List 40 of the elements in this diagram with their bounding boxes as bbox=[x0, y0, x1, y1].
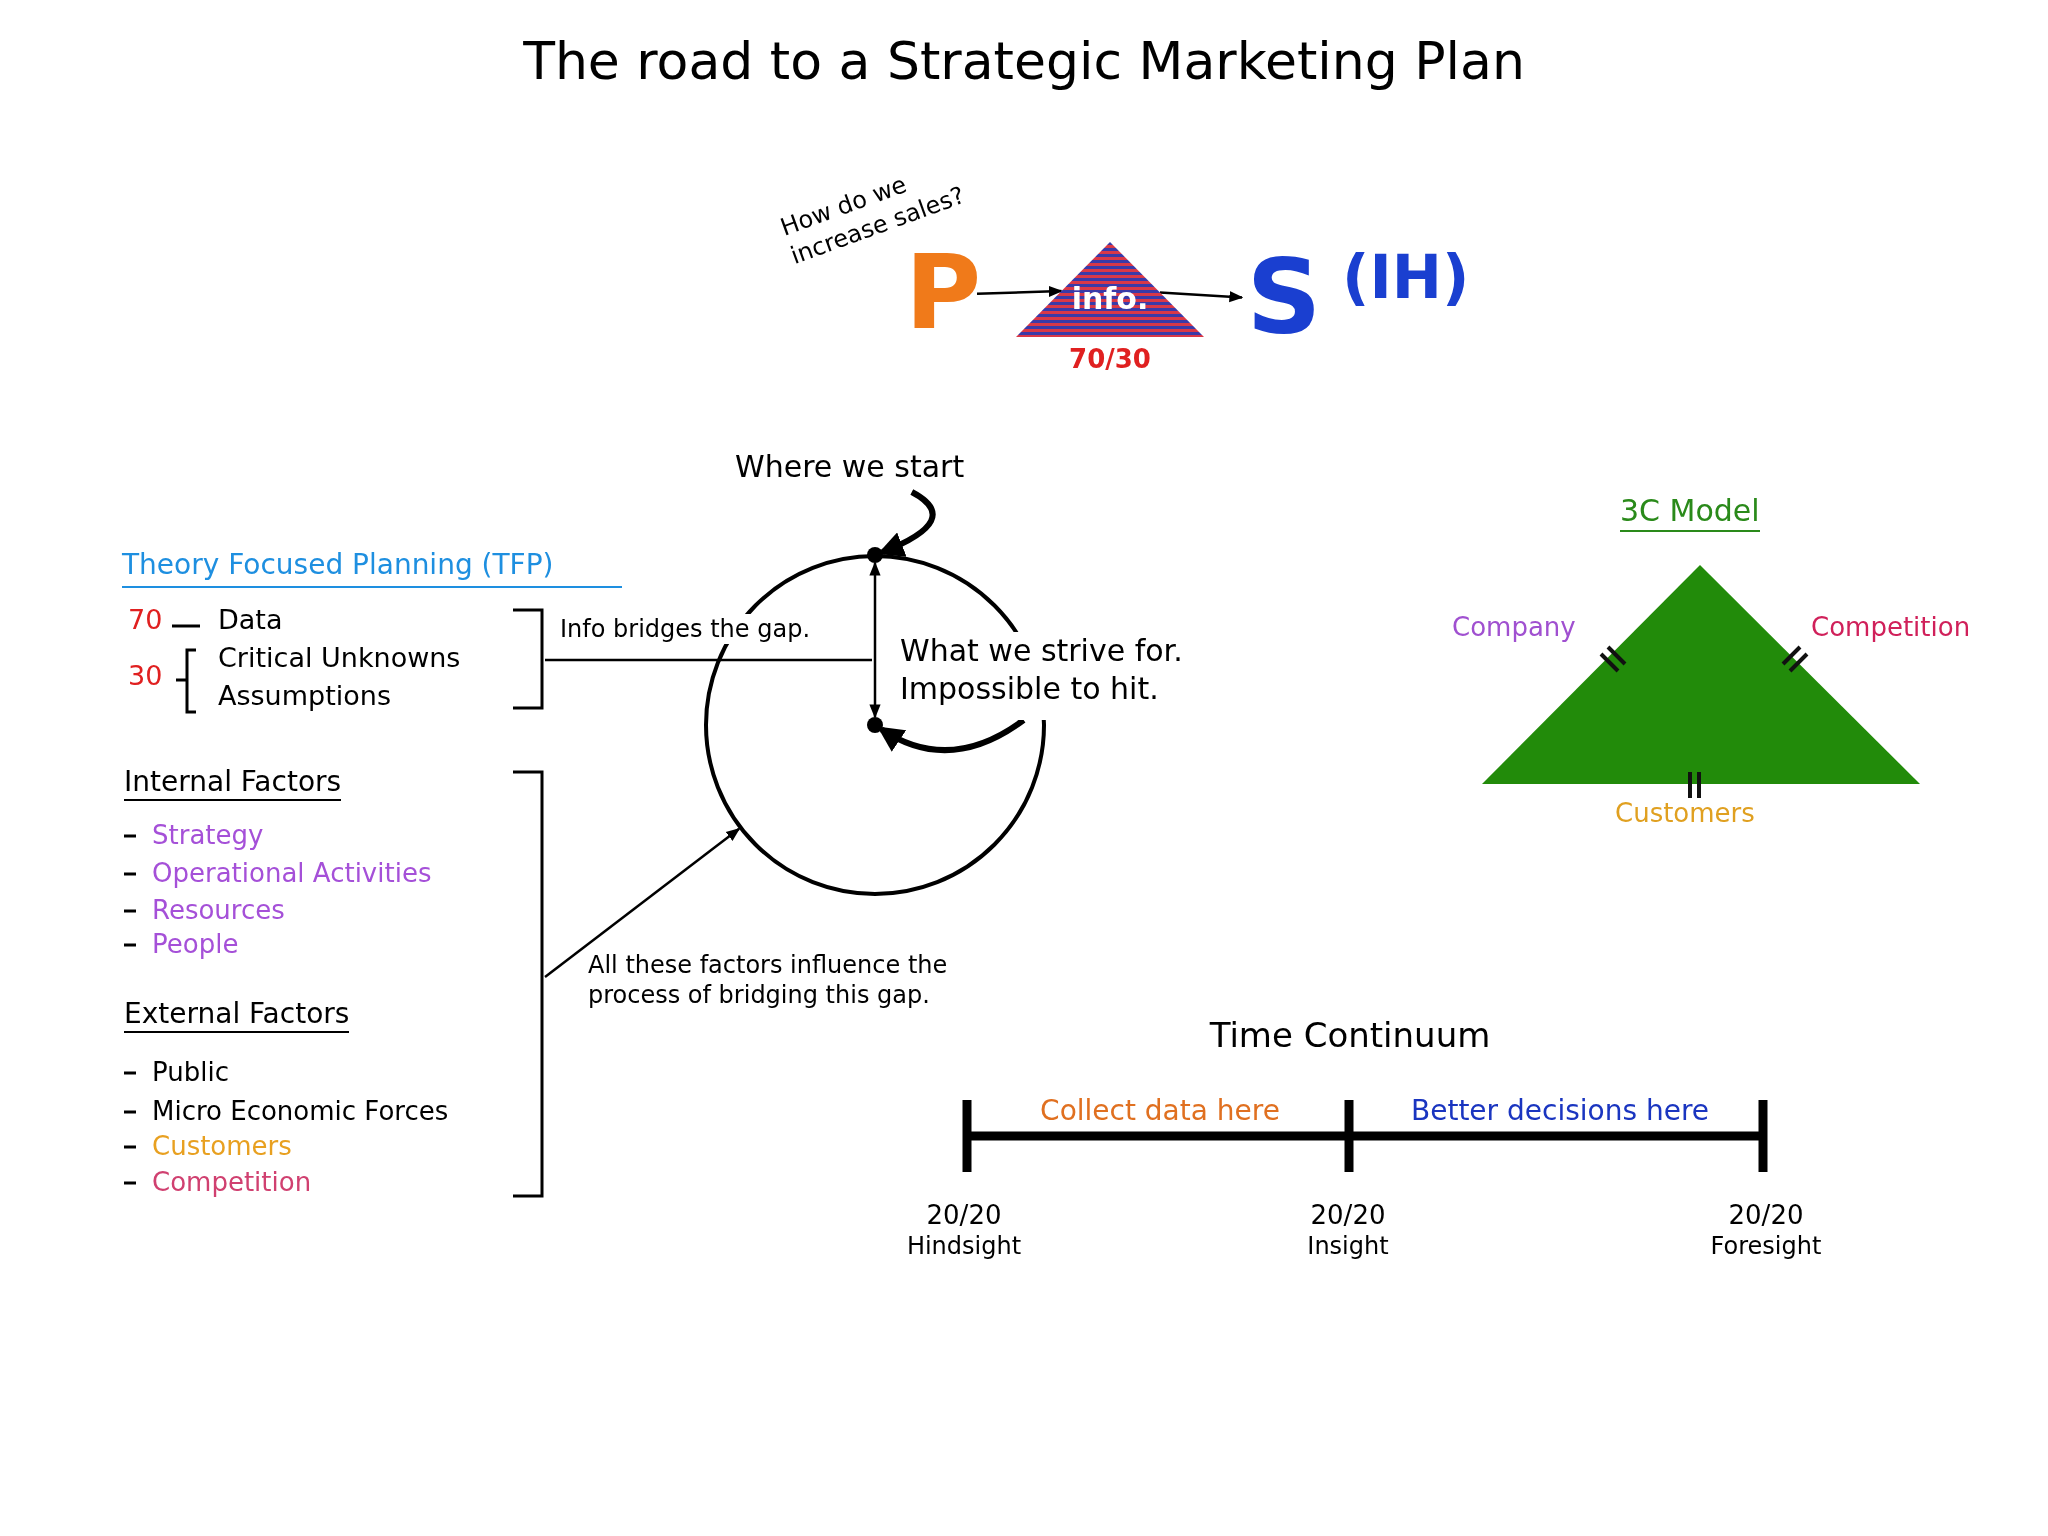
list-item: Resources bbox=[152, 897, 285, 923]
note-text: Collect data here bbox=[1039, 1093, 1281, 1129]
note-text: Foresight bbox=[1709, 1231, 1823, 1262]
side-label: Company bbox=[1452, 614, 1576, 640]
section-heading: Internal Factors bbox=[124, 764, 342, 801]
arrow bbox=[869, 561, 881, 719]
connector-line bbox=[545, 658, 872, 662]
arrow bbox=[1159, 291, 1244, 303]
side-label: Customers bbox=[1615, 800, 1755, 826]
list-item: People bbox=[152, 931, 239, 957]
note-text: Better decisions here bbox=[1409, 1093, 1710, 1129]
section-heading: Theory Focused Planning (TFP) bbox=[122, 544, 622, 588]
list-item: Assumptions bbox=[218, 682, 391, 709]
note-text: Insight bbox=[1306, 1231, 1390, 1262]
section-heading: External Factors bbox=[124, 996, 350, 1033]
list-item: Critical Unknowns bbox=[218, 644, 461, 671]
list-item: 30 bbox=[128, 662, 163, 689]
list-item: Strategy bbox=[152, 822, 264, 848]
title: The road to a Strategic Marketing Plan bbox=[522, 30, 1526, 93]
note-text: Time Continuum bbox=[1208, 1014, 1492, 1057]
big-letter: S bbox=[1245, 245, 1323, 349]
model-heading: 3C Model bbox=[1620, 492, 1760, 532]
arrow bbox=[544, 827, 741, 978]
annotation-text: Where we start bbox=[735, 448, 1005, 492]
note-text: 20/20 bbox=[925, 1199, 1003, 1232]
list-item: Data bbox=[218, 606, 283, 633]
list-item: Public bbox=[152, 1059, 229, 1085]
list-item: 70 bbox=[128, 606, 163, 633]
big-letter: P bbox=[905, 240, 977, 350]
ratio-text: 70/30 bbox=[1068, 346, 1152, 372]
list-item: Micro Economic Forces bbox=[152, 1098, 449, 1124]
note-text: 20/20 bbox=[1309, 1199, 1387, 1232]
side-label: Competition bbox=[1811, 614, 1971, 640]
side-note: (IH) bbox=[1342, 247, 1470, 307]
arrow bbox=[976, 285, 1063, 298]
list-item: Competition bbox=[152, 1169, 312, 1195]
note-text: Hindsight bbox=[905, 1231, 1023, 1262]
note-text: 20/20 bbox=[1727, 1199, 1805, 1232]
list-item: Operational Activities bbox=[152, 860, 432, 886]
list-item: Customers bbox=[152, 1133, 292, 1159]
